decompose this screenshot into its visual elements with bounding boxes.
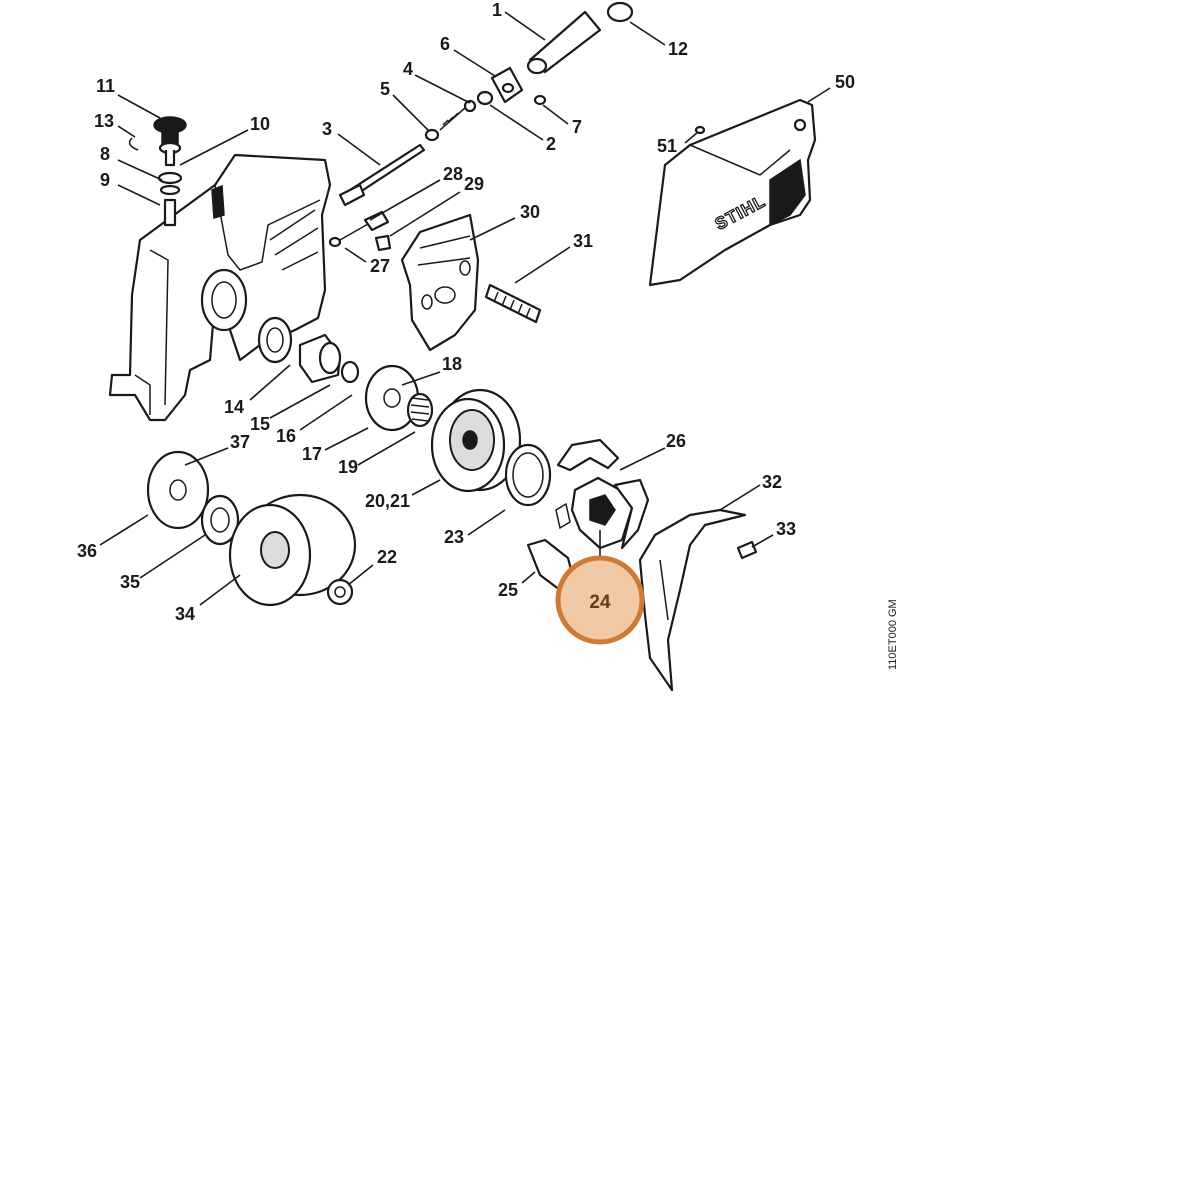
callout-18[interactable]: 18 [442, 354, 462, 374]
callout-37[interactable]: 37 [230, 432, 250, 452]
callout-3[interactable]: 3 [322, 119, 332, 139]
callout-11[interactable]: 11 [96, 76, 115, 96]
highlight-label[interactable]: 24 [589, 592, 611, 613]
drawing-reference: 110ET000 GM [887, 599, 899, 670]
callout-15[interactable]: 15 [250, 414, 270, 434]
stud-bolt-part [484, 283, 542, 324]
callout-10[interactable]: 10 [250, 114, 270, 134]
callout-26[interactable]: 26 [666, 431, 686, 451]
callout-9[interactable]: 9 [100, 170, 110, 190]
chain-catcher-part [638, 508, 758, 692]
highlight-callout-24[interactable]: 24 [555, 555, 645, 645]
callout-27[interactable]: 27 [370, 256, 390, 276]
callout-31[interactable]: 31 [573, 231, 593, 251]
callout-17[interactable]: 17 [302, 444, 322, 464]
sprocket-cover-part: STIHL [648, 98, 817, 287]
clutch-drum-part [430, 388, 522, 493]
callout-14[interactable]: 14 [224, 397, 244, 417]
callout-4[interactable]: 4 [403, 59, 413, 79]
callout-32[interactable]: 32 [762, 472, 782, 492]
callout-51[interactable]: 51 [657, 136, 677, 156]
callout-16[interactable]: 16 [276, 426, 296, 446]
oil-pump-parts [338, 1, 634, 207]
bearing-parts [257, 316, 360, 384]
callout-28[interactable]: 28 [443, 164, 463, 184]
callout-23[interactable]: 23 [444, 527, 464, 547]
callout-13[interactable]: 13 [94, 111, 114, 131]
callout-12[interactable]: 12 [668, 39, 688, 59]
callout-20-21[interactable]: 20,21 [365, 491, 410, 511]
callout-1[interactable]: 1 [492, 0, 502, 20]
callout-2[interactable]: 2 [546, 134, 556, 154]
washer-parts [364, 364, 434, 432]
callout-22[interactable]: 22 [377, 547, 397, 567]
adjuster-parts [328, 210, 392, 252]
highlight-circle[interactable] [555, 555, 645, 645]
callout-labels: 1 2 3 4 5 6 7 8 9 10 11 12 13 14 15 16 1… [77, 0, 855, 624]
callout-50[interactable]: 50 [835, 72, 855, 92]
callout-33[interactable]: 33 [776, 519, 796, 539]
crankcase-part [108, 153, 332, 422]
guide-plate-part [400, 213, 480, 352]
callout-29[interactable]: 29 [464, 174, 484, 194]
callout-8[interactable]: 8 [100, 144, 110, 164]
callout-34[interactable]: 34 [175, 604, 195, 624]
oil-knob-part [128, 116, 187, 227]
callout-7[interactable]: 7 [572, 117, 582, 137]
parts-layer: STIHL [108, 1, 817, 692]
callout-36[interactable]: 36 [77, 541, 97, 561]
callout-35[interactable]: 35 [120, 572, 140, 592]
washer-23-part [504, 443, 552, 507]
lower-left-parts [146, 450, 357, 607]
leader-lines [99, 11, 831, 606]
callout-25[interactable]: 25 [498, 580, 518, 600]
callout-5[interactable]: 5 [380, 79, 390, 99]
callout-19[interactable]: 19 [338, 457, 358, 477]
callout-30[interactable]: 30 [520, 202, 540, 222]
callout-6[interactable]: 6 [440, 34, 450, 54]
